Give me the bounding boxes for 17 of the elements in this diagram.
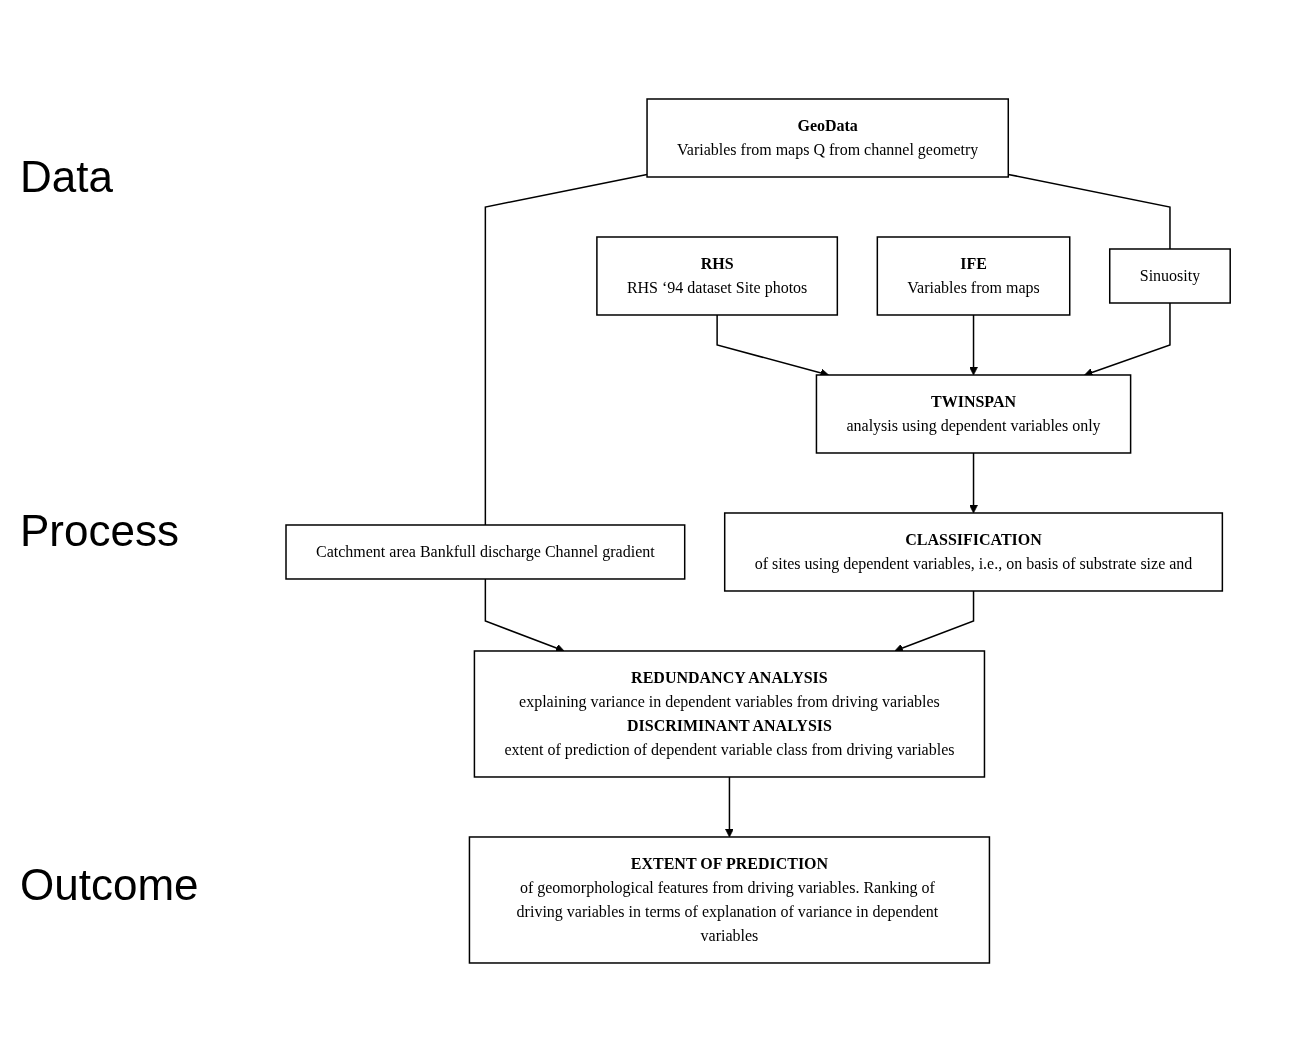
section-label: Outcome [20,860,200,910]
node-box: RHS RHS ‘94 dataset Site photos [596,236,838,316]
arrow [969,452,978,514]
node-box: REDUNDANCY ANALYSIS explaining variance in dependent variables from driving variables DISCRIMINANT ANALYSIS extent of prediction of dependent variable class from driving variables [473,650,986,778]
arrow [724,776,734,838]
connector [1007,173,1171,250]
arrow [969,314,978,376]
connector [484,173,648,526]
node-box: IFE Variables from maps [876,236,1071,316]
node-box: EXTENT OF PREDICTION of geomorphological features from driving variables. Ranking of driving variables in terms of explanation of variance in dependent variables [468,836,991,964]
node-box: GeoData Variables from maps Q from channel geometry [646,98,1009,178]
node-box: CLASSIFICATION of sites using dependent variables, i.e., on basis of substrate size and [723,512,1223,592]
section-label: Data [20,152,114,202]
node-box: Sinuosity [1108,248,1231,304]
node-box: Catchment area Bankfull discharge Channel gradient [285,524,686,580]
node-box: TWINSPAN analysis using dependent variables only [815,374,1132,454]
section-label: Process [20,506,180,556]
